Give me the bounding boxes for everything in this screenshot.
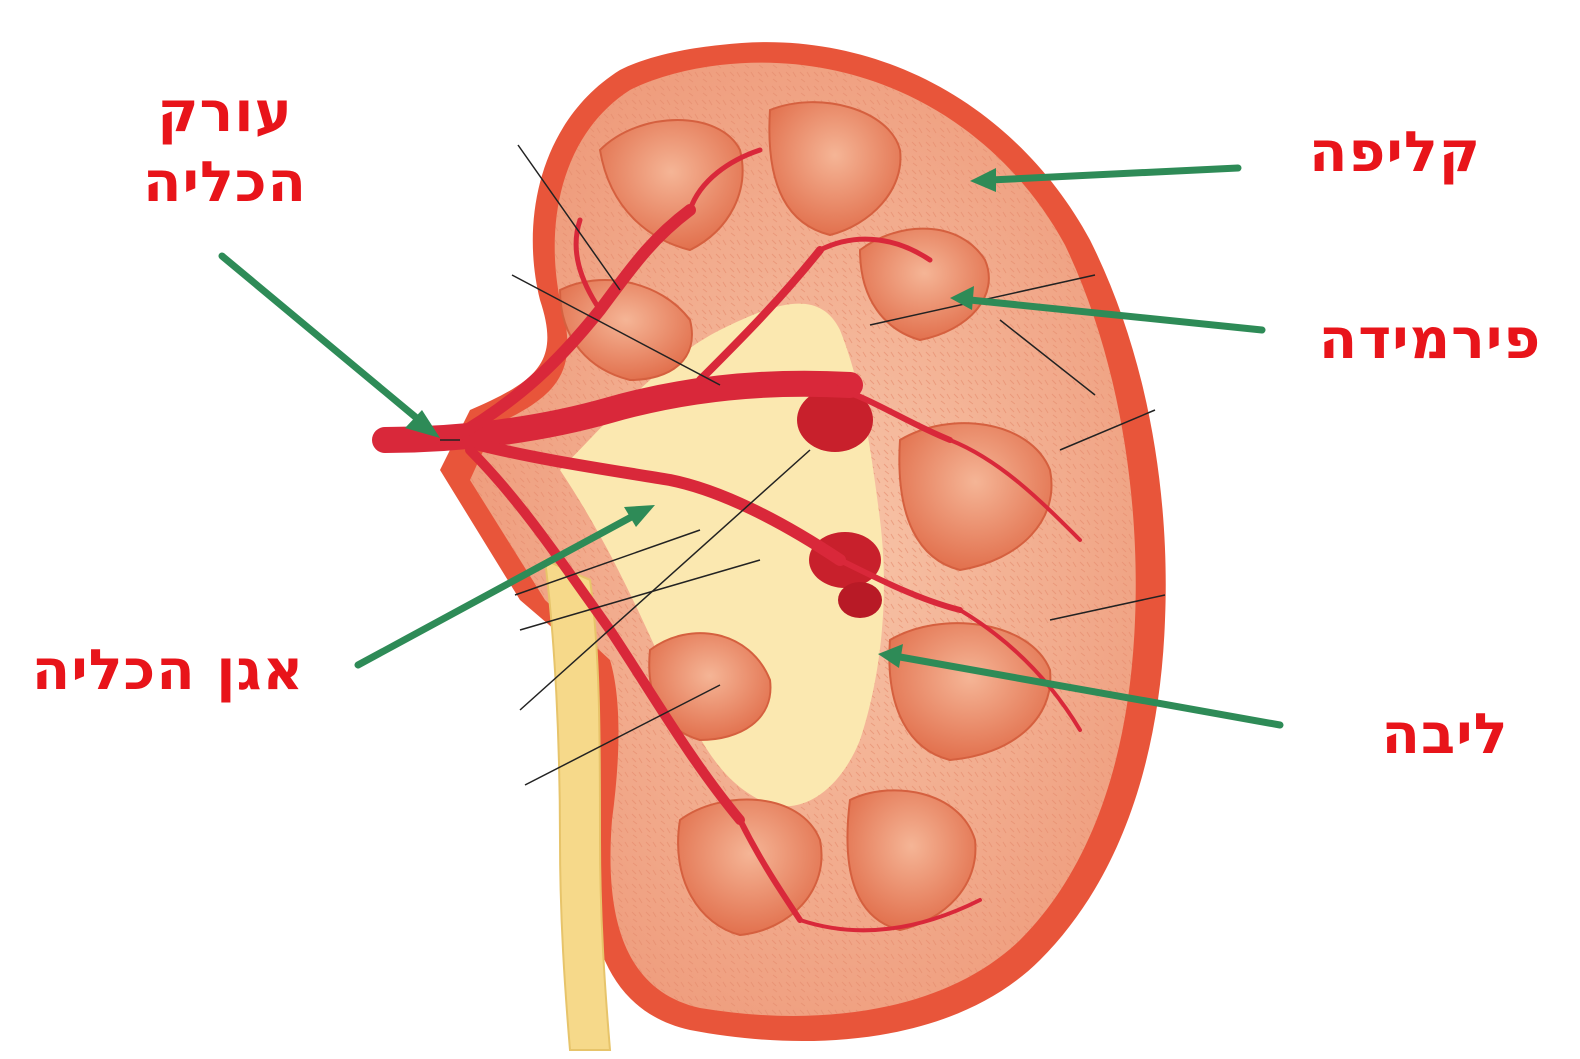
- label-pyramid: פירמידה: [1295, 305, 1565, 375]
- label-cortex: קליפה: [1300, 118, 1490, 188]
- label-renal-artery: עורק הכליה: [110, 78, 340, 218]
- arrow-renal-artery: [222, 256, 440, 438]
- label-renal-artery-line1: עורק: [110, 78, 340, 148]
- label-renal-pelvis: אגן הכליה: [18, 636, 318, 706]
- label-medulla: ליבה: [1370, 700, 1520, 770]
- label-renal-artery-line2: הכליה: [110, 148, 340, 218]
